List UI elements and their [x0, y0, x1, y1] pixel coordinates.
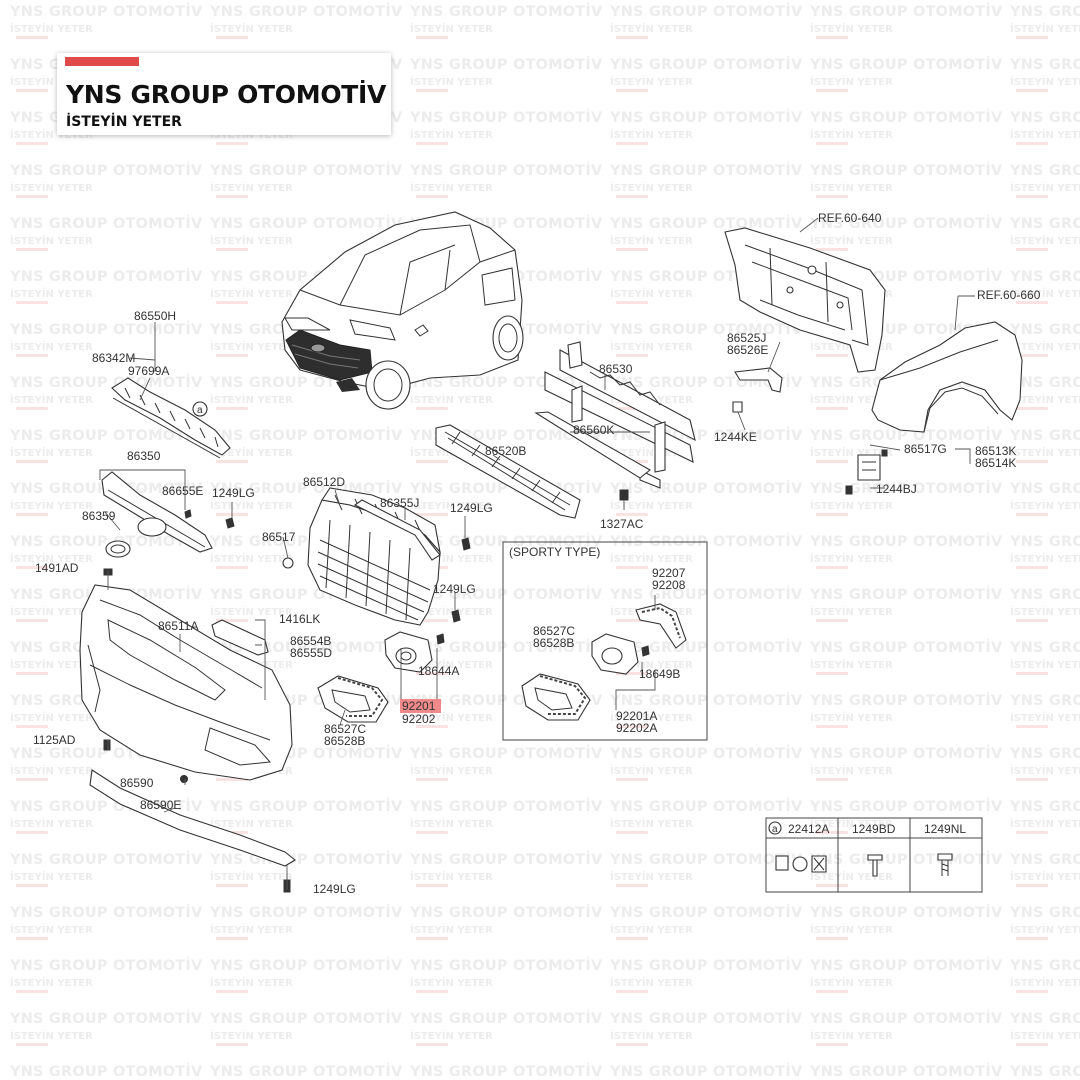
- part-label: 86560K: [573, 423, 614, 437]
- part-label: 18644A: [418, 664, 459, 678]
- car-illustration: [281, 211, 524, 410]
- part-label: 1249LG: [450, 501, 493, 515]
- legend-column: 22412A: [788, 822, 829, 836]
- part-label: 92207: [652, 566, 686, 580]
- part-label: 86512D: [303, 475, 345, 489]
- part-label: 86528B: [533, 636, 574, 650]
- part-label: 86511A: [158, 619, 198, 633]
- part-label: 86554B: [290, 634, 331, 648]
- part-label: 1249LG: [433, 582, 476, 596]
- legend-marker: a: [772, 824, 778, 835]
- bumper-lip: [89, 769, 296, 867]
- highlight-marker: [400, 699, 441, 713]
- part-label: 86555D: [290, 646, 332, 660]
- ref-label: REF.60-660: [977, 288, 1041, 302]
- part-label: 1416LK: [279, 612, 320, 626]
- part-label: 18649B: [639, 667, 680, 681]
- legend-column: 1249NL: [924, 822, 966, 836]
- brand-logo-box: YNS GROUP OTOMOTİV İSTEYİN YETER: [57, 53, 391, 135]
- part-label: 1491AD: [35, 561, 79, 575]
- bumper-beam: [534, 341, 696, 489]
- brand-tagline: İSTEYİN YETER: [66, 114, 182, 130]
- part-label: 86655E: [162, 484, 203, 498]
- front-fender: [857, 321, 1023, 481]
- part-label: 86342M: [92, 351, 135, 365]
- part-label: 1244BJ: [876, 482, 917, 496]
- part-label: 86527C: [324, 722, 366, 736]
- part-label: 97699A: [128, 364, 169, 378]
- part-label: 1249LG: [212, 486, 255, 500]
- part-label: 1244KE: [714, 430, 757, 444]
- part-label: 86513K: [975, 444, 1016, 458]
- legend-table: [765, 817, 983, 893]
- brand-name: YNS GROUP OTOMOTİV: [66, 80, 387, 109]
- bumper-cover: [79, 584, 293, 781]
- part-label: 92208: [652, 578, 686, 592]
- highlighted-part-label: 92201: [402, 699, 436, 713]
- brand-accent-bar: [65, 57, 139, 66]
- legend-column: 1249BD: [852, 822, 896, 836]
- leader-lines: [99, 217, 975, 890]
- part-label: 86550H: [134, 309, 176, 323]
- part-label: 86530: [599, 362, 633, 376]
- part-label: 92202A: [616, 721, 657, 735]
- part-label: 86514K: [975, 456, 1016, 470]
- upper-grille: [111, 377, 231, 459]
- part-label: 86517G: [904, 442, 947, 456]
- bumper-bracket: [211, 619, 269, 656]
- part-label: 1249LG: [313, 882, 356, 896]
- part-label: 86517: [262, 530, 296, 544]
- part-label: 86525J: [727, 331, 766, 345]
- part-label: 86359: [82, 509, 116, 523]
- part-label: 86528B: [324, 734, 365, 748]
- part-label: 1327AC: [600, 517, 644, 531]
- part-label: 86526E: [727, 343, 768, 357]
- part-label: 86350: [127, 449, 161, 463]
- ref-label: REF.60-640: [818, 211, 882, 225]
- sporty-type-box: [502, 541, 708, 741]
- part-label: 92201A: [616, 709, 657, 723]
- fasteners: a: [103, 401, 888, 893]
- radiator-grille: [101, 471, 213, 558]
- part-label: 86590E: [140, 798, 181, 812]
- part-label: 92202: [402, 712, 436, 726]
- sporty-type-label: (SPORTY TYPE): [509, 545, 600, 559]
- radiator-support-panel: [724, 227, 886, 413]
- fog-lamp-bezel: [317, 675, 389, 723]
- part-label: 86527C: [533, 624, 575, 638]
- grille-molding: [353, 499, 441, 561]
- part-label: 86520B: [485, 444, 526, 458]
- part-labels: 86550H 86342M 97699A 86350 86655E 86359 …: [33, 211, 1041, 896]
- part-label: 86355J: [380, 496, 419, 510]
- svg-text:a: a: [197, 405, 203, 416]
- part-label: 1125AD: [33, 733, 76, 747]
- energy-absorber: [435, 424, 581, 519]
- part-label: 86590: [120, 776, 154, 790]
